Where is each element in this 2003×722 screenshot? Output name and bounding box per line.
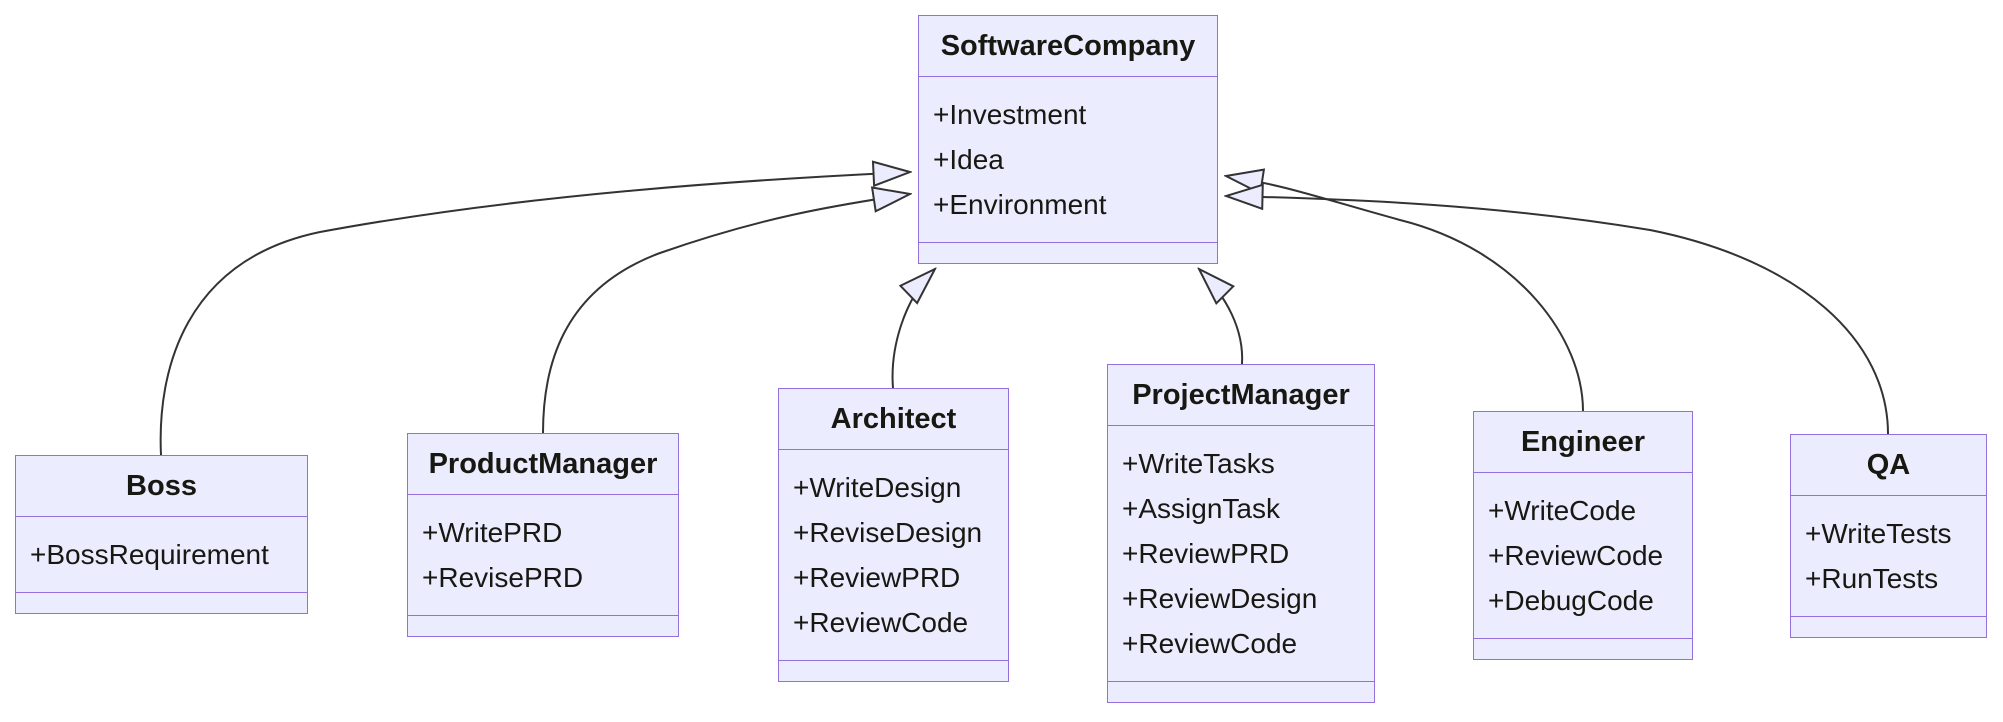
attribute: +ReviewPRD [1122,538,1290,569]
class-architect: Architect +WriteDesign +ReviseDesign +Re… [778,388,1009,682]
class-title: QA [1791,435,1986,496]
class-methods-empty [919,243,1217,263]
class-attributes: +WritePRD +RevisePRD [408,495,678,616]
inheritance-edge-architect [891,269,935,389]
class-methods-empty [1474,639,1692,659]
attribute: +DebugCode [1488,585,1654,616]
class-methods-empty [1108,682,1374,702]
class-softwarecompany: SoftwareCompany +Investment +Idea +Envir… [918,15,1218,264]
class-title: Boss [16,456,307,517]
attribute: +ReviewPRD [793,562,961,593]
attribute: +Environment [933,189,1107,220]
class-productmanager: ProductManager +WritePRD +RevisePRD [407,433,679,637]
class-engineer: Engineer +WriteCode +ReviewCode +DebugCo… [1473,411,1693,660]
attribute: +Investment [933,99,1087,130]
attribute: +ReviewDesign [1122,583,1318,614]
attribute: +ReviewCode [793,607,969,638]
class-title: SoftwareCompany [919,16,1217,77]
attribute: +WriteTasks [1122,448,1275,479]
class-title: ProjectManager [1108,365,1374,426]
class-methods-empty [16,593,307,613]
class-title: Engineer [1474,412,1692,473]
class-title: Architect [779,389,1008,450]
inheritance-edge-engineer [1226,176,1584,412]
class-attributes: +WriteTasks +AssignTask +ReviewPRD +Revi… [1108,426,1374,682]
inheritance-edge-boss [159,172,910,456]
attribute: +WriteDesign [793,472,962,503]
attribute: +Idea [933,144,1004,175]
inheritance-edge-projectmanager [1199,269,1244,365]
class-methods-empty [779,661,1008,681]
class-attributes: +WriteTests +RunTests [1791,496,1986,617]
class-attributes: +BossRequirement [16,517,307,593]
attribute: +RevisePRD [422,562,584,593]
class-attributes: +WriteCode +ReviewCode +DebugCode [1474,473,1692,639]
class-projectmanager: ProjectManager +WriteTasks +AssignTask +… [1107,364,1375,703]
attribute: +ReviewCode [1122,628,1298,659]
class-attributes: +WriteDesign +ReviseDesign +ReviewPRD +R… [779,450,1008,661]
attribute: +RunTests [1805,563,1939,594]
inheritance-edge-qa [1226,196,1889,435]
class-methods-empty [1791,617,1986,637]
attribute: +AssignTask [1122,493,1280,524]
attribute: +ReviseDesign [793,517,983,548]
attribute: +ReviewCode [1488,540,1664,571]
attribute: +WriteCode [1488,495,1637,526]
class-qa: QA +WriteTests +RunTests [1790,434,1987,638]
attribute: +WritePRD [422,517,563,548]
class-title: ProductManager [408,434,678,495]
class-attributes: +Investment +Idea +Environment [919,77,1217,243]
inheritance-edge-productmanager [542,194,910,434]
class-methods-empty [408,616,678,636]
attribute: +BossRequirement [30,539,269,570]
class-boss: Boss +BossRequirement [15,455,308,614]
attribute: +WriteTests [1805,518,1952,549]
